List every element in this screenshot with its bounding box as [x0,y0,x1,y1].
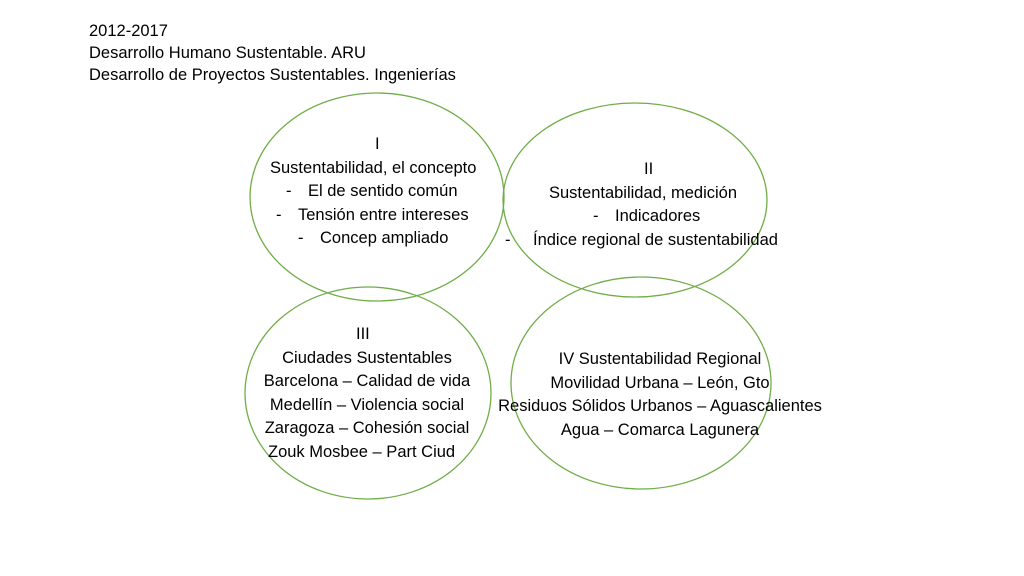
header-line-1: Desarrollo Humano Sustentable. ARU [89,44,366,62]
slide-header: 2012-2017 Desarrollo Humano Sustentable.… [89,20,456,86]
circle-three-line: Zaragoza – Cohesión social [264,419,470,437]
circle-two-text: II Sustentabilidad, medición - Indicador… [505,158,778,252]
circle-one-numeral: I [375,135,380,153]
circle-four-line: Agua – Comarca Lagunera [560,420,760,439]
circle-three-line: Ciudades Sustentables [282,348,452,367]
ellipse-two [502,102,768,298]
circle-one-title: Sustentabilidad, el concepto [270,158,477,177]
circle-four-line: Movilidad Urbana – León, Gto [550,373,770,392]
ellipse-one [249,92,505,302]
ellipse-four [510,276,772,490]
circle-three-text: III Ciudades Sustentables Barcelona – Ca… [257,323,477,464]
circle-three-line: Medellín – Violencia social [269,395,465,414]
circle-one-text: I Sustentabilidad, el concepto - El de s… [267,133,476,251]
circle-two-numeral: II [644,160,654,178]
circle-one-bullet: - Concep ampliado [298,229,449,247]
circle-three-line: Zouk Mosbee – Part Ciud [268,442,456,461]
circle-four-text: IV Sustentabilidad Regional Movilidad Ur… [490,348,830,442]
header-years: 2012-2017 [89,22,168,40]
ellipse-three [244,286,492,500]
circle-one-bullet: - El de sentido común [286,182,458,200]
circle-two-bullet: - Índice regional de sustentabilidad [505,230,778,249]
circle-two-bullet: - Indicadores [593,207,701,225]
circle-three-line: Barcelona – Calidad de vida [263,372,471,390]
circle-three-numeral: III [356,325,370,343]
circle-two-title: Sustentabilidad, medición [549,183,738,202]
circle-one-bullet: - Tensión entre intereses [276,205,469,224]
circle-four-line: Residuos Sólidos Urbanos – Aguascaliente… [498,397,822,415]
circle-four-line: IV Sustentabilidad Regional [558,350,762,368]
header-line-2: Desarrollo de Proyectos Sustentables. In… [89,66,456,84]
